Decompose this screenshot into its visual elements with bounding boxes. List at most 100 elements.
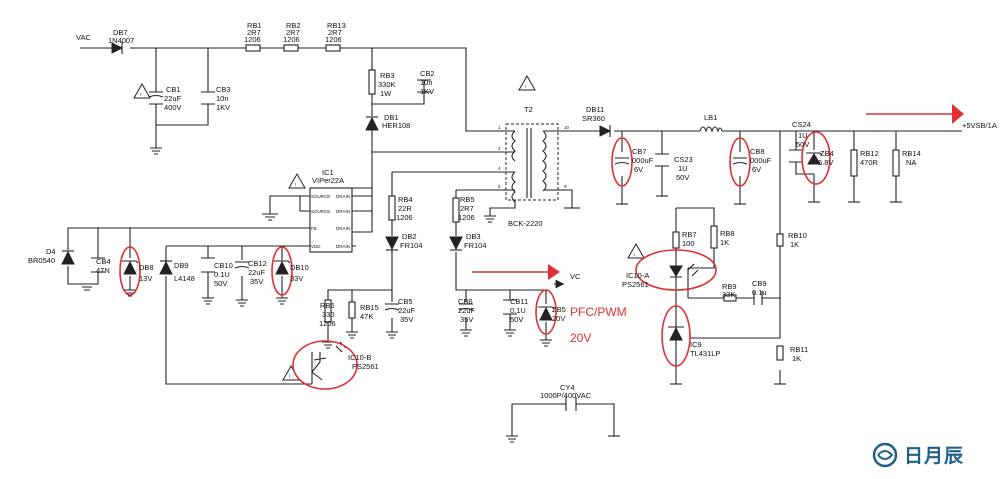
cb7-v: 6V [634,165,643,174]
pfc-pwm-note: PFC/PWM [570,305,627,319]
ic9-ref: IC9 [690,340,702,349]
pfc-volt-note: 20V [570,331,591,345]
ic1-pin-drain-2: DRAIN [336,209,350,214]
ic1-pin-drain-4: DRAIN [336,244,350,249]
ic1-pin-fb: FB [311,226,317,231]
cb2-v: 1KV [420,87,434,96]
cb3-ref: CB3 [216,85,231,94]
diode-db1 [365,116,379,131]
rb8-val: 1K [720,238,729,247]
optocoupler-ic10a [669,258,699,298]
svg-text:!: ! [140,92,141,97]
db2-ref: DB2 [402,232,417,241]
cb4-val: 47N [96,266,110,275]
resistor-rb9 [723,294,737,302]
t2-val: BCK-2220 [508,219,543,228]
inductor-lb1 [699,126,723,133]
cs23-ref: CS23 [674,155,693,164]
rb3-w: 1W [380,89,392,98]
capacitor-cb8 [732,157,748,165]
capacitor-cb1 [148,91,164,105]
rb12-ref: RB12 [860,149,879,158]
cy4-val: 1000P/400VAC [540,391,592,400]
watermark-text: 日月辰 [904,446,964,467]
ic10b-val: PS2561 [352,362,379,371]
zb4-ref: ZB4 [820,149,834,158]
zener-zb4 [806,152,823,165]
rb12-val: 470R [860,158,879,167]
diode-d4 [61,250,75,265]
rb7-val: 100 [682,239,695,248]
capacitor-cb2 [417,79,431,93]
cb10-ref: CB10 [214,261,233,270]
vc-label: VC [570,272,581,281]
t2-pin-4: 4 [498,166,501,171]
resistor-rb12 [850,149,858,177]
capacitor-cb3 [201,91,215,105]
watermark-logo-icon: 日月辰 [872,442,964,468]
ic10a-ref: IC10-A [626,271,649,280]
resistor-rb4 [388,195,396,221]
diode-db9 [159,260,173,275]
resistor-rb8 [710,225,718,249]
resistor-rb11 [776,345,784,361]
ic9-val: TL431LP [690,349,720,358]
rb11-val: 1K [792,354,801,363]
cs23-v: 50V [676,173,689,182]
zb5-ref: ZB5 [552,305,566,314]
cb3-v: 1KV [216,103,230,112]
rb4-val: 22R [398,204,412,213]
shunt-regulator-ic9 [668,314,684,356]
warning-triangle-icon: ! ! ! ! ! [133,74,645,381]
d4-val: BR0540 [28,256,55,265]
resistor-rb14 [892,149,900,177]
resistor-rb5 [452,197,460,223]
rb6-ref: RB6 [320,301,335,310]
ic1-viper22a [306,187,356,253]
svg-text:!: ! [289,374,290,379]
t2-pin-9: 9 [564,184,567,189]
rb7-ref: RB7 [682,230,697,239]
db2-val: FR104 [400,241,423,250]
db7-ref: DB7 [113,28,128,37]
ic1-ref: IC1 [322,168,334,177]
cb5-ref: CB5 [398,297,413,306]
capacitor-cb11 [503,299,517,315]
rb3-ref: RB3 [380,71,395,80]
db10-val: 33V [290,274,303,283]
cb12-ref: CB12 [248,259,267,268]
rb2-val: 2R7 [286,28,300,37]
resistor-rb15 [348,301,356,319]
cb5-val: 22uF [398,306,416,315]
rb10-val: 1K [790,240,799,249]
rb4-ref: RB4 [398,195,413,204]
diode-db3 [449,236,463,251]
svg-text:!: ! [525,84,526,89]
rb2-ref: RB2 [286,21,301,30]
lb1-ref: LB1 [704,113,717,122]
zb5-val: 20V [552,314,565,323]
db3-ref: DB3 [466,232,481,241]
cb1-v: 400V [164,103,182,112]
cb11-v: 50V [510,315,523,324]
cb6-val: 22uF [458,306,476,315]
t2-pin-5: 5 [498,184,501,189]
rb8-ref: RB8 [720,229,735,238]
capacitor-cb12 [234,261,250,269]
rb2-pkg: 1206 [283,35,300,44]
db9-ref: DB9 [174,261,189,270]
cb1-val: 22uF [164,94,182,103]
cb10-val: 0.1U [214,270,230,279]
capacitor-cb9 [753,291,763,305]
t2-pin-2: 2 [498,146,501,151]
resistor-rb6 [324,299,332,323]
rb5-ref: RB5 [460,195,475,204]
cs23-val: 1U [678,164,688,173]
transformer-t2 [502,123,559,209]
db11-ref: DB11 [586,105,604,114]
rb5-val: 2R7 [460,204,474,213]
cb2-ref: CB2 [420,69,435,78]
ic10a-val: PS2561 [622,280,649,289]
cb1-ref: CB1 [166,85,181,94]
